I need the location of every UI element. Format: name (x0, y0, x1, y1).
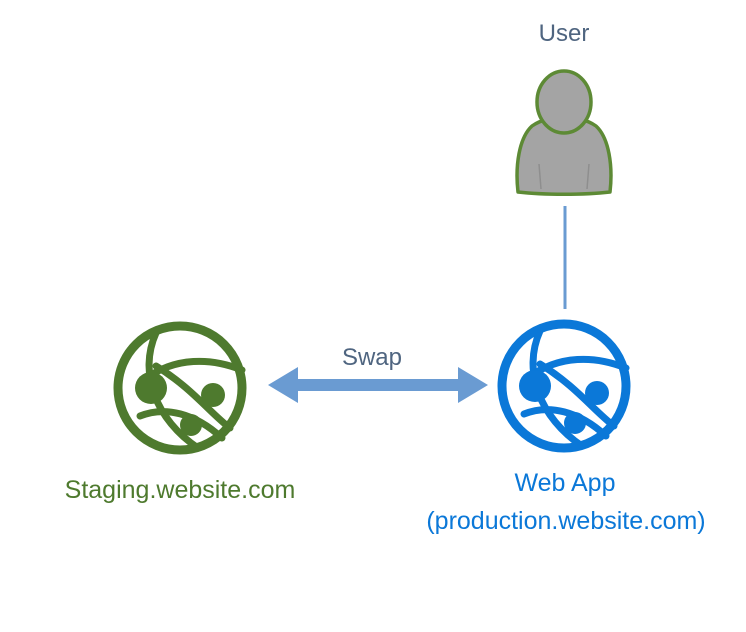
production-web-app-icon (497, 319, 631, 453)
user-connector-line (563, 206, 567, 309)
staging-web-app-icon (113, 321, 247, 455)
double-arrow-icon (268, 367, 488, 403)
swap-label: Swap (341, 344, 403, 371)
staging-label: Staging.website.com (64, 476, 296, 504)
user-icon (515, 69, 613, 196)
production-url-label: (production.website.com) (426, 507, 706, 535)
user-label: User (538, 20, 590, 47)
web-app-label: Web App (514, 469, 616, 497)
